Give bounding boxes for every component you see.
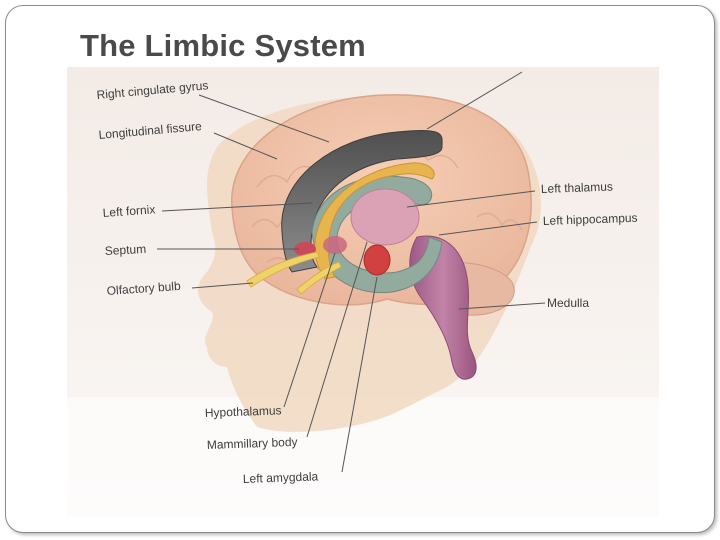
slide: The Limbic System: [5, 5, 715, 533]
thalamus: [350, 188, 420, 246]
slide-title: The Limbic System: [80, 28, 366, 63]
label-mammillary-body: Mammillary body: [207, 435, 298, 452]
leader-lines: [157, 71, 546, 473]
limbic-system-diagram: Right cingulate gyrus Longitudinal fissu…: [67, 67, 659, 517]
label-left-thalamus: Left thalamus: [541, 179, 613, 196]
septum-structure: [294, 242, 316, 256]
label-left-amygdala: Left amygdala: [243, 469, 319, 486]
label-left-fornix: Left fornix: [102, 202, 156, 220]
fornix: [314, 162, 435, 280]
hypothalamus-structure: [323, 236, 347, 254]
label-hypothalamus: Hypothalamus: [205, 403, 282, 420]
label-olfactory-bulb: Olfactory bulb: [106, 279, 181, 298]
label-medulla: Medulla: [547, 296, 589, 310]
amygdala: [363, 244, 391, 276]
label-septum: Septum: [104, 242, 146, 258]
cingulate-gyrus: [281, 129, 443, 273]
label-left-hippocampus: Left hippocampus: [543, 211, 638, 228]
olfactory-tract: [246, 251, 320, 288]
olfactory-tract-lower: [296, 261, 342, 295]
